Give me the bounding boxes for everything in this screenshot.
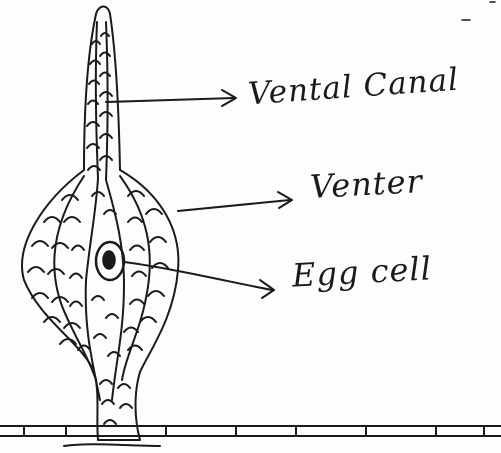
archegonium-outline	[22, 7, 178, 441]
stalk-cells	[100, 380, 132, 424]
egg-cell	[96, 242, 124, 280]
label-egg-cell: Egg cell	[291, 252, 432, 291]
arrow-ventral-canal	[106, 90, 236, 106]
label-venter: Venter	[309, 165, 423, 203]
ground-line	[0, 426, 501, 446]
stray-marks	[462, 2, 495, 20]
arrow-venter	[178, 192, 292, 211]
